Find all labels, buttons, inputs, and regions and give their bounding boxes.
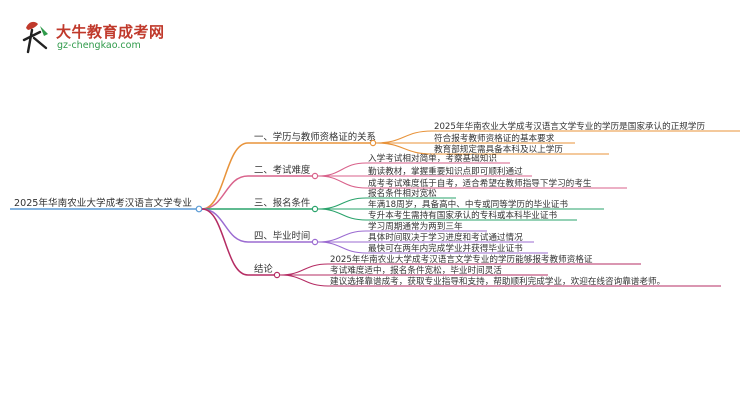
leaf-label: 年满18周岁，具备高中、中专或同等学历的毕业证书 <box>368 198 568 210</box>
branch-connector <box>201 208 249 243</box>
branch-joint <box>273 271 281 279</box>
leaf-label: 建议选择靠谱成考，获取专业指导和支持，帮助顺利完成学业，欢迎在线咨询靠谱老师。 <box>330 275 665 287</box>
leaf-label: 2025年华南农业大学成考汉语言文学专业的学历能够报考教师资格证 <box>330 253 593 265</box>
leaf-connector <box>317 197 367 210</box>
leaf-label: 勤读教材，掌握重要知识点即可顺利通过 <box>368 165 523 177</box>
leaf-label: 成考考试难度低于自考，适合希望在教师指导下学习的考生 <box>368 177 592 189</box>
branch-joint <box>311 205 319 213</box>
site-name: 大牛教育成考网 <box>56 23 165 41</box>
mindmap-root-label: 2025年华南农业大学成考汉语言文学专业 <box>14 197 192 209</box>
branch-connector <box>201 175 249 210</box>
branch-joint <box>369 139 377 147</box>
leaf-label: 2025年华南农业大学成考汉语言文学专业的学历是国家承认的正规学历 <box>434 120 705 132</box>
branch-label: 四、毕业时间 <box>254 230 310 242</box>
leaf-connector <box>279 274 329 287</box>
branch-connector <box>201 142 249 210</box>
leaf-label: 符合报考教师资格证的基本要求 <box>434 132 555 144</box>
branch-connector <box>201 208 249 276</box>
leaf-connector <box>317 208 367 221</box>
branch-label: 三、报名条件 <box>254 197 310 209</box>
leaf-connector <box>279 263 329 276</box>
branch-label: 结论 <box>254 263 273 275</box>
leaf-label: 具体时间取决于学习进度和考试通过情况 <box>368 231 523 243</box>
leaf-connector <box>375 142 433 155</box>
leaf-label: 最快可在两年内完成学业并获得毕业证书 <box>368 242 523 254</box>
leaf-connector <box>317 241 367 254</box>
site-url: gz-chengkao.com <box>57 40 141 51</box>
leaf-connector <box>317 162 367 177</box>
leaf-label: 入学考试相对简单，考察基础知识 <box>368 152 497 164</box>
branch-joint <box>311 238 319 246</box>
branch-label: 二、考试难度 <box>254 164 310 176</box>
site-logo: 大牛教育成考网 gz-chengkao.com <box>18 18 168 54</box>
branch-joint <box>311 172 319 180</box>
leaf-label: 学习周期通常为两到三年 <box>368 220 463 232</box>
leaf-connector <box>317 175 367 189</box>
mindmap-root-joint <box>195 205 203 213</box>
leaf-label: 报名条件相对宽松 <box>368 187 437 199</box>
leaf-connector <box>375 130 433 144</box>
branch-label: 一、学历与教师资格证的关系 <box>254 131 376 143</box>
leaf-label: 考试难度适中，报名条件宽松，毕业时间灵活 <box>330 264 502 276</box>
logo-mark-icon <box>22 21 48 54</box>
leaf-label: 专升本考生需持有国家承认的专科或本科毕业证书 <box>368 209 557 221</box>
leaf-label: 教育部规定需具备本科及以上学历 <box>434 143 563 155</box>
leaf-connector <box>317 230 367 243</box>
